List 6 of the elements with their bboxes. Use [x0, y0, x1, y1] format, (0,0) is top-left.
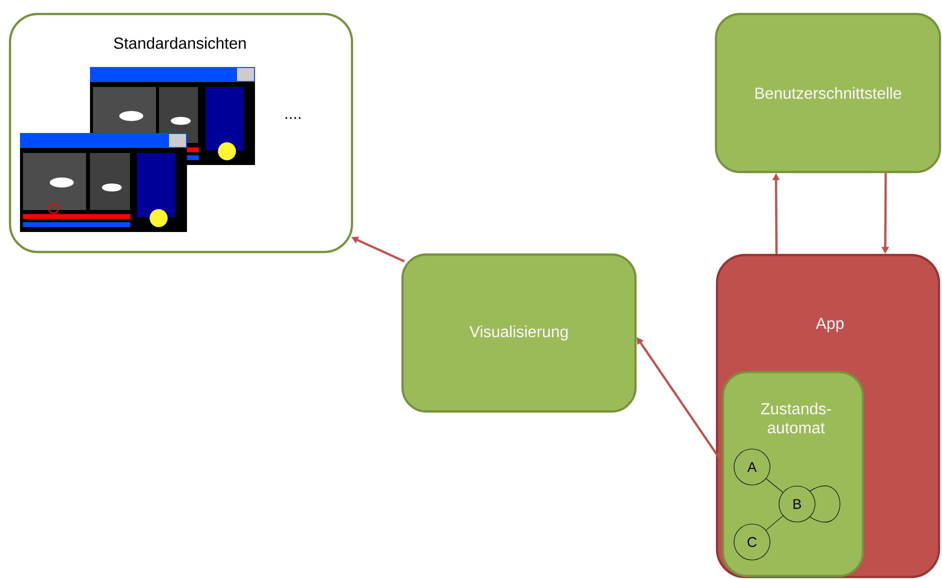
process-box: Visualisierung — [401, 253, 637, 413]
process-box: Benutzerschnittstelle — [714, 12, 942, 174]
connector-line — [766, 478, 784, 493]
ellipsis-label: .... — [286, 117, 300, 119]
loop-line — [810, 486, 840, 522]
connector-line — [766, 516, 784, 530]
